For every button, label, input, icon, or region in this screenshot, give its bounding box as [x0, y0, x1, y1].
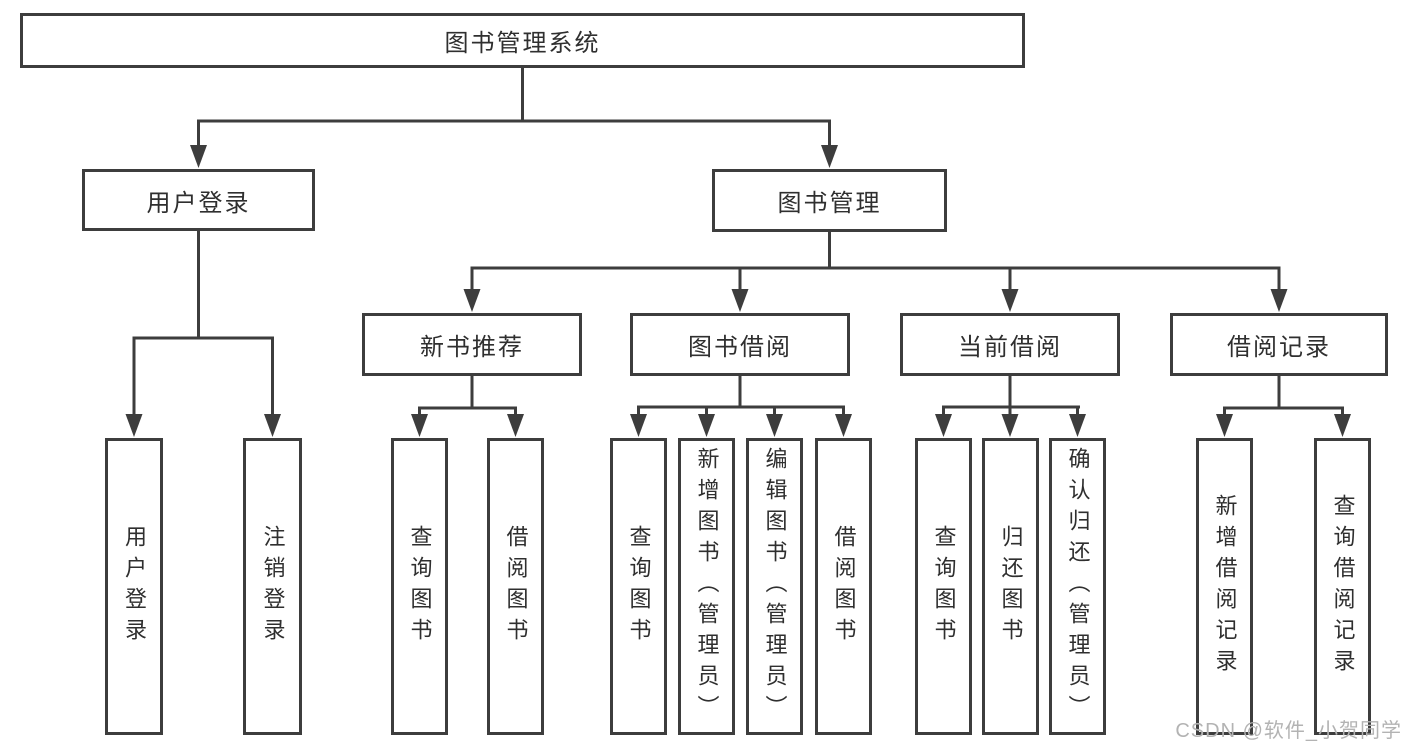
leaf-records-add-record-label: 新增借阅记录 — [1212, 493, 1238, 680]
leaf-recommend-query-books-label: 查询图书 — [407, 524, 433, 649]
arrowhead-down-icon — [463, 289, 481, 312]
leaf-current-return-books: 归还图书 — [982, 438, 1039, 735]
leaf-borrow-add-books-admin-label: 新增图书（管理员） — [694, 447, 720, 726]
watermark: CSDN @软件_小贺同学 — [1175, 720, 1402, 742]
leaf-recommend-query-books: 查询图书 — [391, 438, 448, 735]
node-user-login-label: 用户登录 — [146, 189, 251, 217]
leaf-borrow-borrow-books-label: 借阅图书 — [831, 524, 857, 649]
leaf-borrow-query-books-label: 查询图书 — [626, 524, 652, 649]
node-current-borrow: 当前借阅 — [900, 313, 1120, 376]
arrowhead-down-icon — [766, 414, 783, 437]
leaf-current-return-books-label: 归还图书 — [998, 524, 1024, 649]
node-current-borrow-label: 当前借阅 — [958, 334, 1062, 361]
arrowhead-down-icon — [190, 145, 207, 168]
node-user-login: 用户登录 — [82, 169, 315, 231]
leaf-borrow-query-books: 查询图书 — [610, 438, 667, 735]
node-new-book-recommend: 新书推荐 — [362, 313, 582, 376]
leaf-recommend-borrow-books-label: 借阅图书 — [503, 524, 529, 649]
arrowhead-down-icon — [1001, 414, 1019, 437]
arrowhead-down-icon — [935, 414, 952, 437]
arrowhead-down-icon — [698, 414, 715, 437]
arrowhead-down-icon — [630, 414, 647, 437]
node-root: 图书管理系统 — [20, 13, 1025, 68]
node-book-borrow-label: 图书借阅 — [688, 334, 792, 361]
leaf-current-confirm-return-admin: 确认归还（管理员） — [1049, 438, 1106, 735]
arrowhead-down-icon — [125, 414, 143, 437]
leaf-borrow-add-books-admin: 新增图书（管理员） — [678, 438, 735, 735]
leaf-borrow-edit-books-admin-label: 编辑图书（管理员） — [762, 447, 788, 726]
leaf-login-user-login: 用户登录 — [105, 438, 163, 735]
leaf-current-query-books: 查询图书 — [915, 438, 972, 735]
leaf-records-query-record-label: 查询借阅记录 — [1330, 493, 1356, 680]
node-borrow-records-label: 借阅记录 — [1227, 334, 1331, 361]
arrowhead-down-icon — [411, 414, 428, 437]
arrowhead-down-icon — [1334, 414, 1351, 437]
node-book-management-label: 图书管理 — [777, 190, 882, 217]
arrowhead-down-icon — [1216, 414, 1233, 437]
leaf-records-add-record: 新增借阅记录 — [1196, 438, 1253, 735]
leaf-login-logout: 注销登录 — [243, 438, 302, 735]
arrowhead-down-icon — [1270, 289, 1288, 312]
node-book-borrow: 图书借阅 — [630, 313, 850, 376]
node-book-management: 图书管理 — [712, 169, 947, 232]
arrowhead-down-icon — [1001, 289, 1019, 312]
leaf-current-query-books-label: 查询图书 — [931, 524, 957, 649]
arrowhead-down-icon — [1069, 414, 1086, 437]
arrowhead-down-icon — [835, 414, 852, 437]
arrowhead-down-icon — [821, 145, 838, 168]
arrowhead-down-icon — [264, 414, 281, 437]
leaf-current-confirm-return-admin-label: 确认归还（管理员） — [1065, 447, 1091, 726]
leaf-borrow-edit-books-admin: 编辑图书（管理员） — [746, 438, 803, 735]
node-new-book-recommend-label: 新书推荐 — [420, 334, 524, 361]
node-root-label: 图书管理系统 — [444, 30, 601, 57]
leaf-login-logout-label: 注销登录 — [260, 524, 286, 649]
leaf-recommend-borrow-books: 借阅图书 — [487, 438, 544, 735]
arrowhead-down-icon — [507, 414, 524, 437]
arrowhead-down-icon — [731, 289, 749, 312]
leaf-records-query-record: 查询借阅记录 — [1314, 438, 1371, 735]
node-borrow-records: 借阅记录 — [1170, 313, 1388, 376]
leaf-borrow-borrow-books: 借阅图书 — [815, 438, 872, 735]
leaf-login-user-login-label: 用户登录 — [122, 524, 147, 649]
